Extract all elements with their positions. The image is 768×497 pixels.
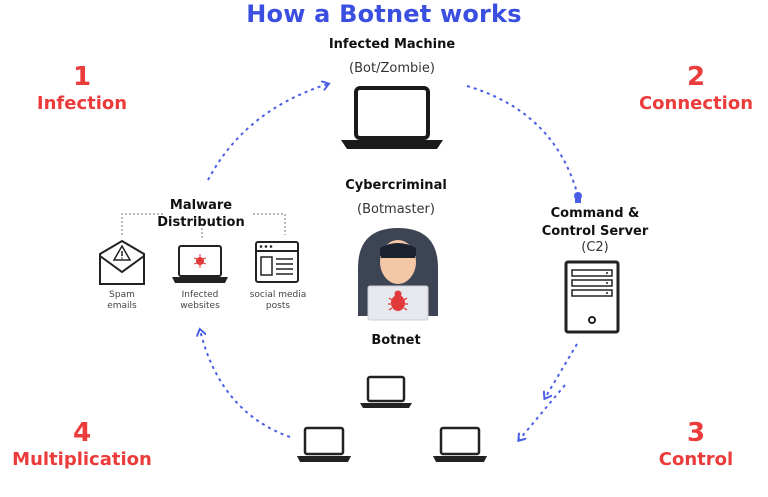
step-4-label: Multiplication bbox=[12, 449, 152, 470]
malware-title-line1: Malware bbox=[169, 198, 233, 213]
botnet-laptop-icon bbox=[360, 375, 412, 408]
malware-bracket bbox=[121, 213, 286, 235]
step-2-label: Connection bbox=[638, 93, 754, 114]
cybercriminal-title: Cybercriminal bbox=[345, 178, 447, 193]
arrow-control-a bbox=[545, 343, 578, 398]
social-media-icon bbox=[255, 241, 299, 283]
arrow-infection bbox=[207, 84, 328, 181]
step-3-label: Control bbox=[658, 449, 734, 470]
infected-websites-label: Infected websites bbox=[180, 290, 220, 311]
step-1-number: 1 bbox=[72, 62, 92, 92]
step-4-number: 4 bbox=[72, 418, 92, 448]
botnet-laptop-icon bbox=[297, 426, 351, 462]
step-2-number: 2 bbox=[686, 62, 706, 92]
plug-icon bbox=[574, 192, 582, 203]
server-icon bbox=[564, 260, 620, 334]
botnet-laptop-icon bbox=[433, 426, 487, 462]
step-1-label: Infection bbox=[36, 93, 128, 114]
arrow-multiplication bbox=[200, 330, 291, 438]
c2-subtitle: (C2) bbox=[581, 240, 609, 255]
spam-email-icon bbox=[99, 239, 145, 285]
social-media-posts-label: social media posts bbox=[249, 290, 307, 311]
spam-emails-label: Spam emails bbox=[107, 290, 137, 311]
botnet-label: Botnet bbox=[371, 333, 421, 348]
arrow-control-b bbox=[519, 384, 566, 440]
infected-machine-title: Infected Machine bbox=[328, 37, 456, 52]
hacker-icon bbox=[358, 228, 438, 321]
arrow-connection bbox=[466, 85, 579, 197]
c2-title-line2: Control Server bbox=[541, 224, 649, 239]
malware-title-line2: Distribution bbox=[157, 215, 245, 230]
step-3-number: 3 bbox=[686, 418, 706, 448]
page-title: How a Botnet works bbox=[246, 0, 522, 28]
infected-machine-subtitle: (Bot/Zombie) bbox=[349, 61, 435, 76]
c2-title-line1: Command & bbox=[550, 206, 640, 221]
cybercriminal-subtitle: (Botmaster) bbox=[357, 202, 435, 217]
infected-website-icon bbox=[172, 245, 228, 283]
infected-machine-laptop-icon bbox=[341, 86, 443, 149]
